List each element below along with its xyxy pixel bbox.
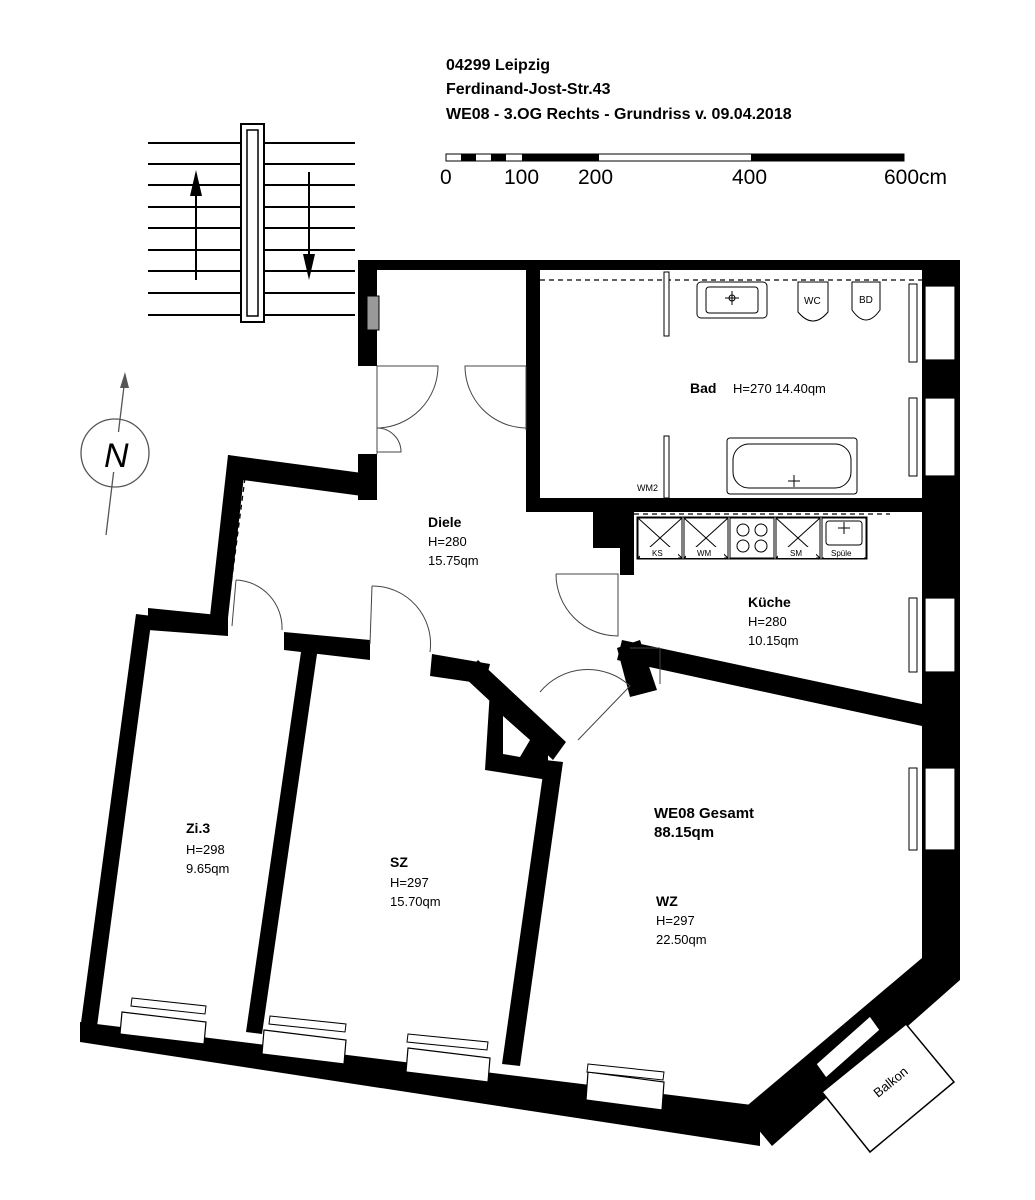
bad-name: Bad [690, 380, 716, 396]
scale-tick-200: 200 [578, 166, 613, 189]
kueche-area: 10.15qm [748, 633, 799, 648]
bathroom-fixtures: WC BD WM2 [540, 271, 922, 499]
total-label: WE08 Gesamt [654, 805, 754, 822]
kitchen-fixtures: KS WM SM Spüle [634, 513, 890, 560]
wm2-label: WM2 [637, 483, 658, 493]
zi3-area: 9.65qm [186, 861, 229, 876]
wc-label: WC [804, 296, 821, 307]
compass-label: N [104, 437, 129, 475]
scale-tick-0: 0 [440, 166, 452, 189]
kueche-name: Küche [748, 594, 791, 610]
zi3-height: H=298 [186, 842, 225, 857]
balcony [820, 1022, 956, 1154]
walls [80, 260, 960, 1146]
north-arrow-icon [120, 372, 129, 388]
address-city: 04299 Leipzig [446, 57, 550, 74]
plan-title: WE08 - 3.OG Rechts - Grundriss v. 09.04.… [446, 106, 792, 123]
total-area: 88.15qm [654, 824, 714, 841]
address-street: Ferdinand-Jost-Str.43 [446, 81, 611, 98]
scale-tick-100: 100 [504, 166, 539, 189]
scale-tick-600: 600cm [884, 166, 947, 189]
sz-name: SZ [390, 854, 408, 870]
windows [119, 283, 956, 1111]
sz-area: 15.70qm [390, 894, 441, 909]
wz-area: 22.50qm [656, 932, 707, 947]
wm-label: WM [697, 549, 712, 558]
kueche-height: H=280 [748, 614, 787, 629]
wz-height: H=297 [656, 913, 695, 928]
wz-name: WZ [656, 893, 678, 909]
diele-name: Diele [428, 514, 462, 530]
toilet-icon [797, 281, 829, 322]
scale-tick-400: 400 [732, 166, 767, 189]
arrow-up-icon [190, 170, 202, 196]
spuele-label: Spüle [831, 549, 852, 558]
bidet-icon [851, 281, 881, 321]
doors [225, 365, 661, 741]
compass: N [80, 372, 150, 536]
arrow-down-icon [303, 254, 315, 280]
bd-label: BD [859, 295, 873, 306]
staircase [148, 123, 355, 323]
bad-info: H=270 14.40qm [733, 381, 826, 396]
diele-height: H=280 [428, 534, 467, 549]
sz-height: H=297 [390, 875, 429, 890]
scale-bar: 0 100 200 400 600cm [440, 153, 947, 189]
sm-label: SM [790, 549, 802, 558]
zi3-name: Zi.3 [186, 820, 210, 836]
diele-area: 15.75qm [428, 553, 479, 568]
ks-label: KS [652, 549, 663, 558]
stove-burner-icon [736, 523, 750, 537]
